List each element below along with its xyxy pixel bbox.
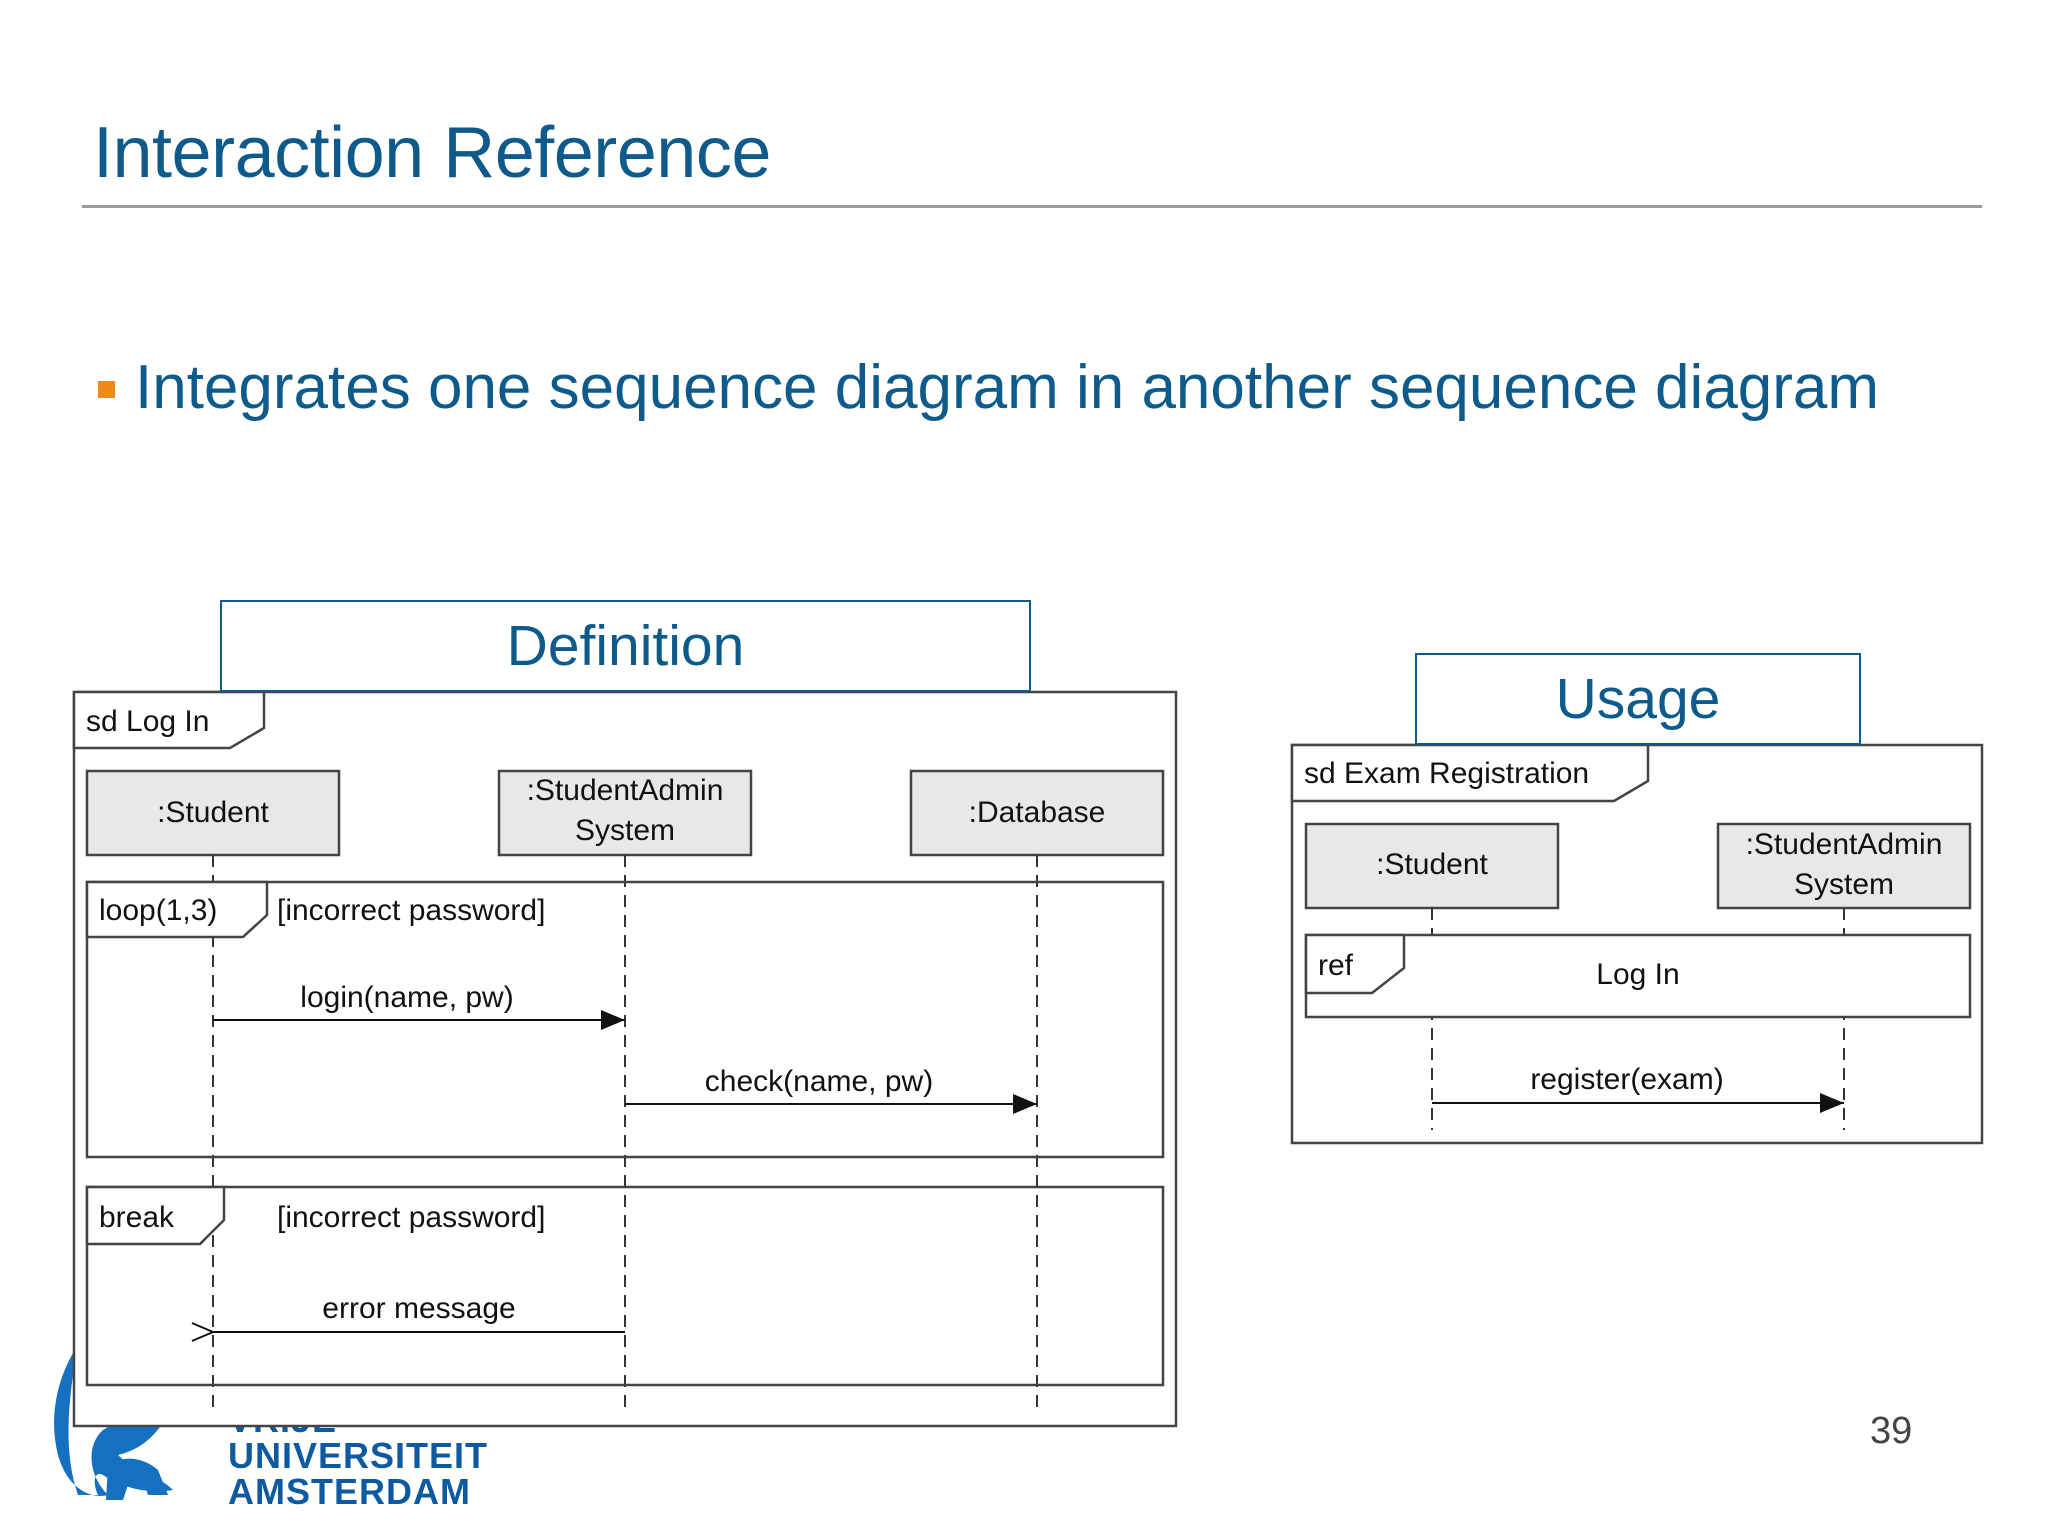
break-fragment [85, 1185, 1165, 1387]
usage-lifeline-label-studentadmin-line2: System [1794, 868, 1894, 901]
lifeline-label-studentadmin-line1: :StudentAdmin [527, 774, 724, 807]
usage-label: Usage [1555, 667, 1721, 731]
ref-name: Log In [1596, 958, 1679, 991]
sd-log-in-diagram: sd Log In :Student :StudentAdmin System … [72, 690, 1178, 1428]
loop-fragment [85, 880, 1165, 1159]
bullet-text-content: Integrates one sequence diagram in anoth… [135, 353, 1880, 422]
definition-label: Definition [506, 614, 745, 678]
message-check-label: check(name, pw) [705, 1065, 933, 1098]
break-guard: [incorrect password] [277, 1201, 545, 1234]
message-login-label: login(name, pw) [300, 981, 513, 1014]
sd-exam-registration-frame-title: sd Exam Registration [1304, 757, 1589, 790]
message-register-label: register(exam) [1530, 1063, 1723, 1096]
usage-label-box: Usage [1415, 653, 1861, 745]
usage-lifeline-head-studentadmin [1716, 822, 1972, 910]
loop-guard: [incorrect password] [277, 894, 545, 927]
break-fragment-tab [85, 1185, 226, 1246]
lifeline-label-database: :Database [969, 796, 1106, 829]
sd-log-in-frame-title: sd Log In [86, 705, 209, 738]
usage-lifeline-label-studentadmin-line1: :StudentAdmin [1746, 828, 1943, 861]
sd-exam-registration-frame-tab [1290, 743, 1650, 803]
break-operator: break [99, 1201, 175, 1234]
loop-operator: loop(1,3) [99, 894, 217, 927]
title-divider [82, 205, 1982, 208]
lifeline-head-student [85, 769, 341, 857]
loop-fragment-tab [85, 880, 269, 939]
sd-exam-registration-diagram: sd Exam Registration :Student :StudentAd… [1290, 743, 1984, 1145]
ref-fragment [1304, 933, 1972, 1019]
page-number: 39 [1870, 1410, 1913, 1452]
logo-line-3: AMSTERDAM [228, 1471, 471, 1512]
slide-title: Interaction Reference [93, 113, 771, 193]
ref-operator: ref [1318, 949, 1354, 982]
logo-line-2: UNIVERSITEIT [228, 1435, 489, 1476]
message-error-label: error message [322, 1292, 515, 1325]
usage-lifeline-head-student [1304, 822, 1560, 910]
sd-log-in-frame-tab [72, 690, 266, 750]
lifeline-label-student: :Student [157, 796, 269, 829]
bullet-square-icon [98, 381, 115, 398]
definition-label-box: Definition [220, 600, 1031, 692]
lifeline-label-studentadmin-line2: System [575, 814, 675, 847]
usage-lifeline-label-student: :Student [1376, 848, 1488, 881]
bullet-text: Integrates one sequence diagram in anoth… [93, 350, 1893, 426]
ref-fragment-tab [1304, 933, 1406, 995]
